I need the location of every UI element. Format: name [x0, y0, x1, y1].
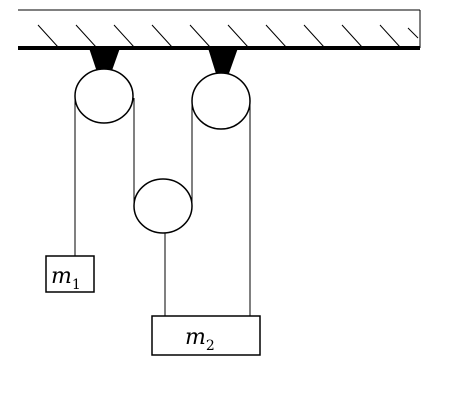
mass-m1-label: m1: [51, 264, 81, 293]
mass-m2: m2: [151, 315, 261, 356]
mass-m1: m1: [45, 255, 95, 293]
mass-m2-subscript: 2: [206, 338, 215, 354]
left-fixed-pulley: [74, 68, 134, 124]
mass-m2-symbol: m: [185, 325, 206, 350]
mass-m1-box: [45, 255, 95, 293]
mass-m1-subscript: 1: [72, 277, 81, 293]
mass-m2-box: [151, 315, 261, 356]
ceiling: [18, 9, 421, 50]
mass-m2-label: m2: [185, 325, 215, 354]
mass-m1-symbol: m: [51, 264, 72, 289]
right-pulley-mount: [208, 48, 238, 93]
right-fixed-pulley: [191, 72, 251, 130]
ropes: [74, 98, 251, 316]
movable-pulley: [133, 178, 193, 234]
ceiling-hatching: [37, 24, 419, 48]
